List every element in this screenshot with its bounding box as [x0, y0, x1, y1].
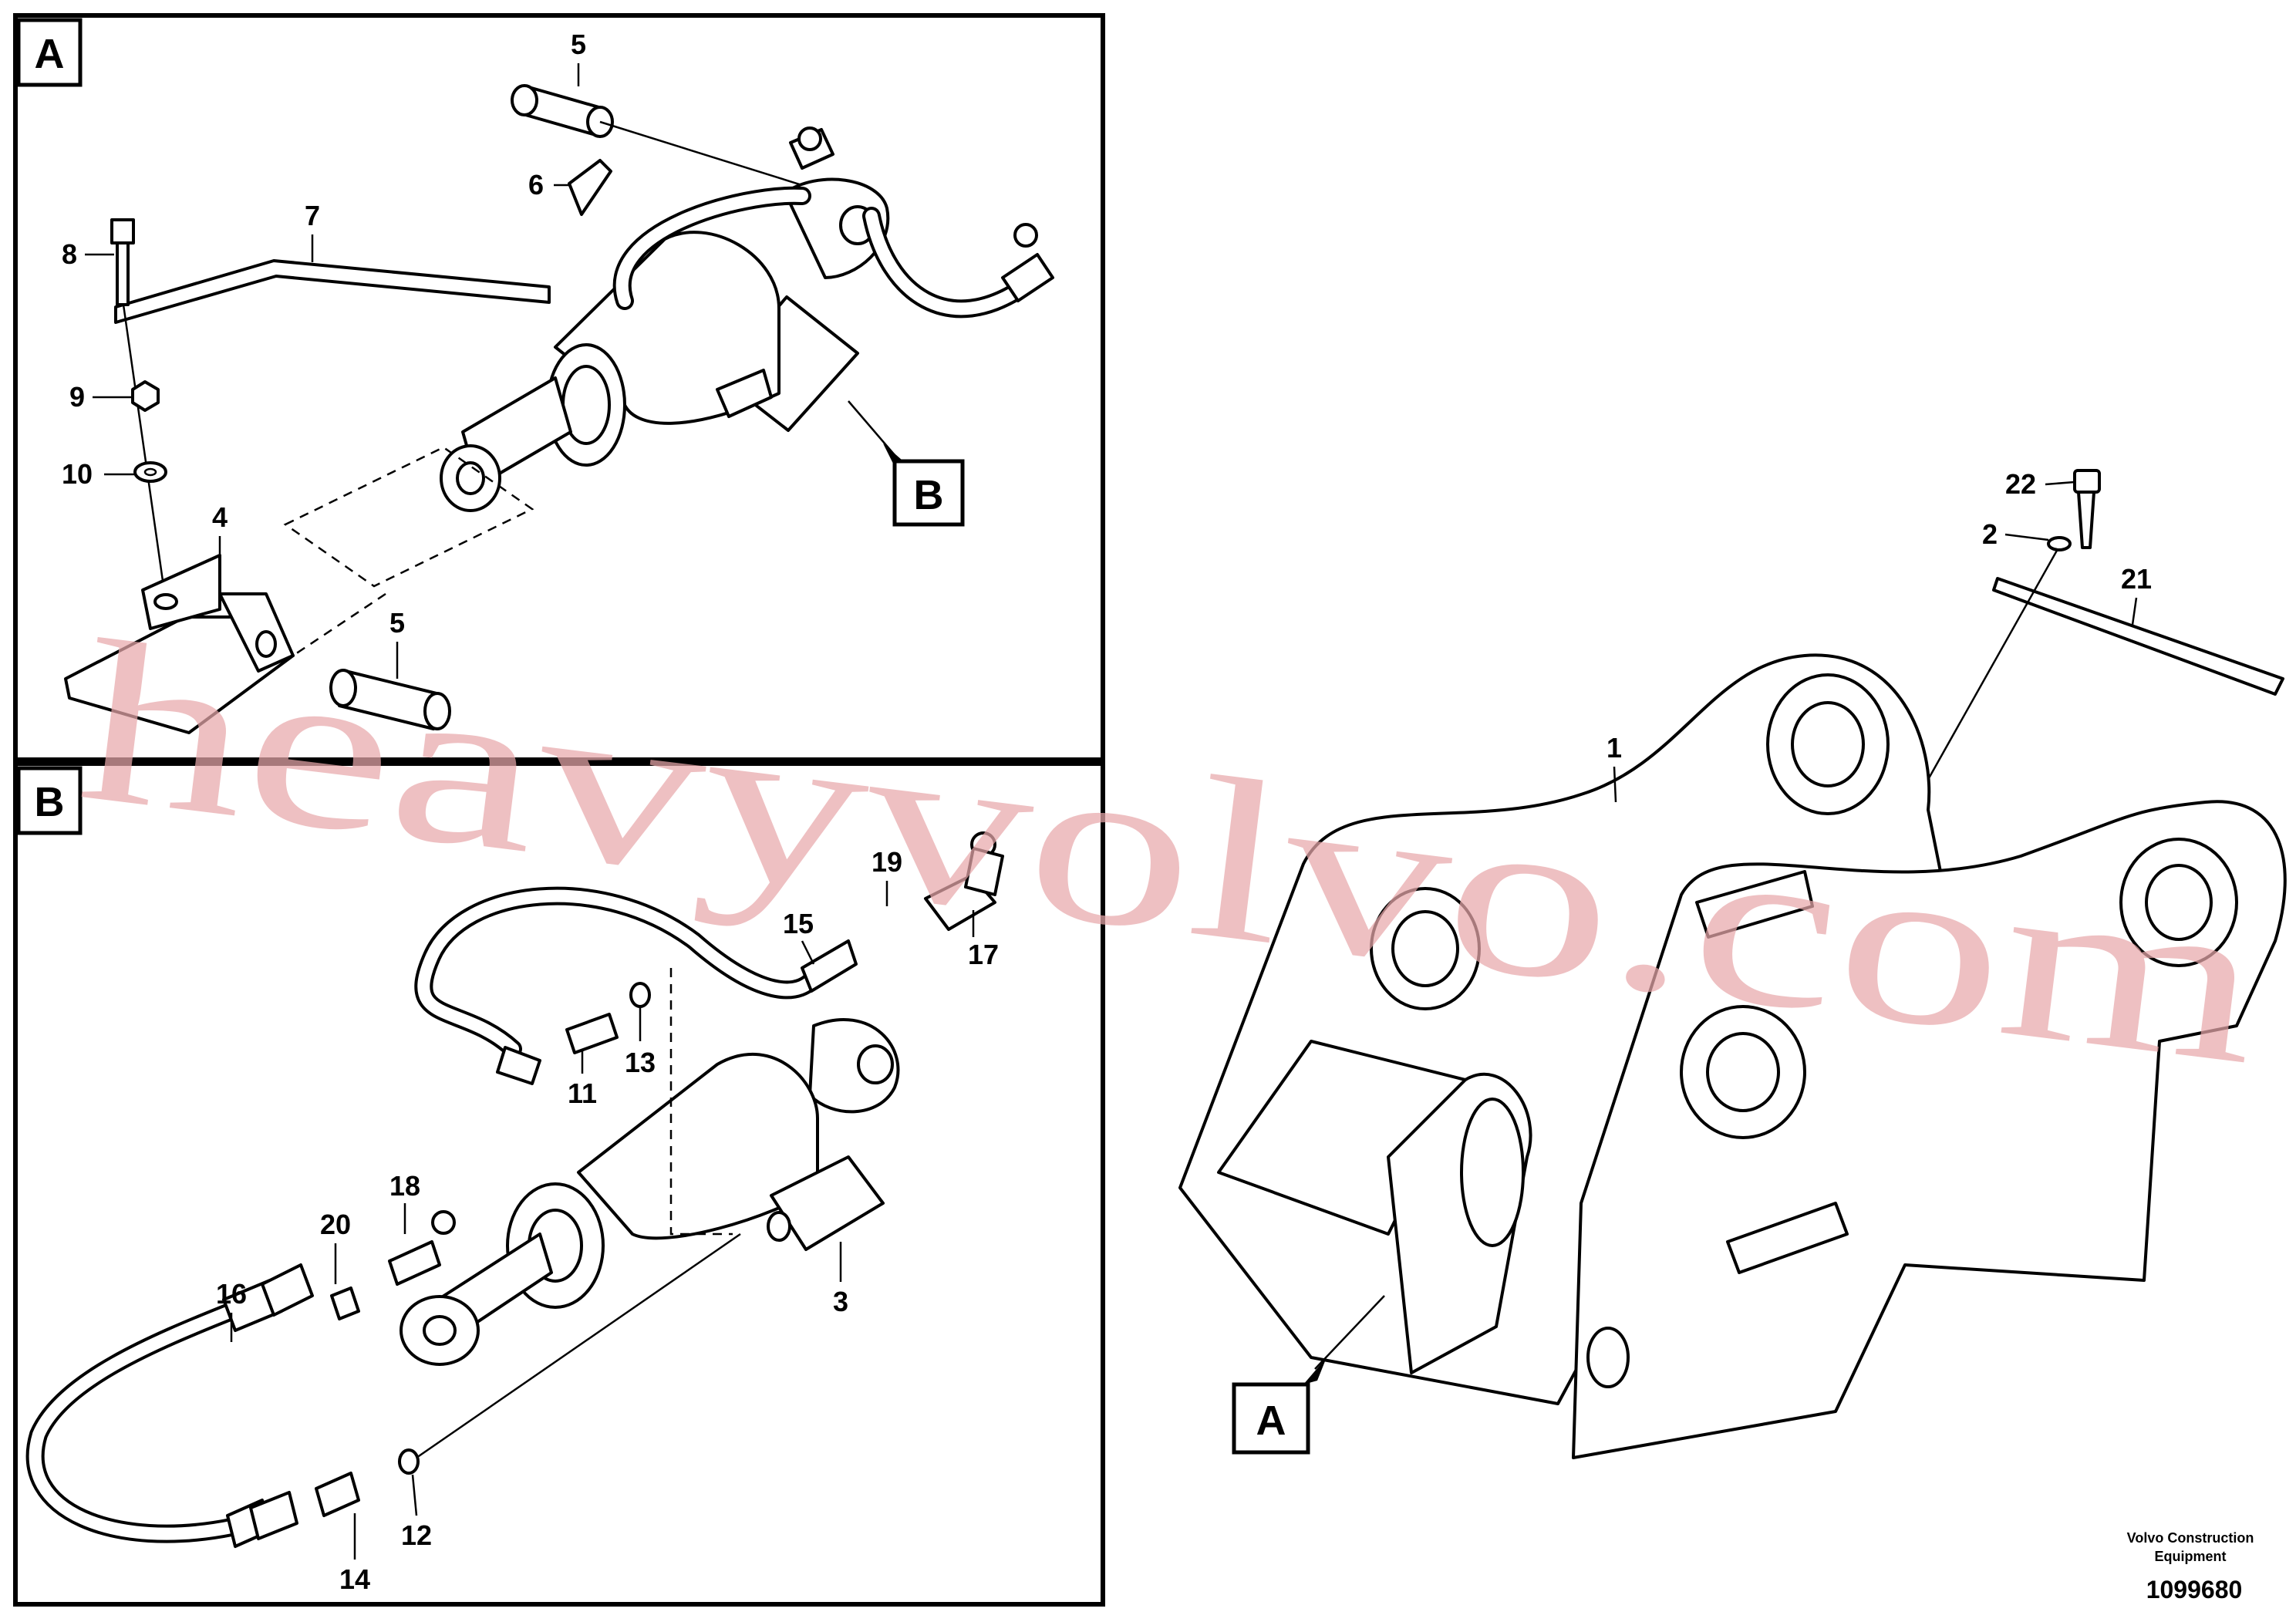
callout-9: 9 [69, 381, 85, 413]
section-label-a: A [16, 18, 83, 87]
callout-16: 16 [216, 1278, 247, 1310]
pointer-line-b [848, 400, 895, 456]
section-label-b: B [16, 766, 83, 835]
callout-10: 10 [62, 458, 93, 490]
callout-22: 22 [2005, 468, 2036, 500]
detail-reference-b: B [892, 459, 965, 527]
callout-3: 3 [833, 1286, 848, 1317]
reference-line-b [669, 968, 733, 1236]
callout-5-bottom: 5 [389, 607, 405, 639]
footer-company-line2: Equipment [2155, 1549, 2227, 1564]
hose-assembly-lower [25, 1210, 741, 1548]
cylinder-assembly-a [440, 126, 1054, 512]
callout-2: 2 [1982, 518, 1998, 550]
pointer-line-a [1314, 1295, 1385, 1370]
svg-text:A: A [35, 31, 65, 77]
washer-part-10 [133, 461, 167, 483]
callout-1: 1 [1607, 732, 1622, 764]
callout-14: 14 [339, 1563, 370, 1595]
callout-8: 8 [62, 238, 77, 270]
callout-7: 7 [305, 200, 320, 231]
cylinder-assembly-b [400, 1018, 900, 1366]
washer-part-2 [2047, 536, 2072, 551]
callout-17: 17 [968, 939, 999, 970]
detail-a-frame [13, 13, 1105, 762]
callout-15: 15 [783, 908, 814, 939]
footer-block: Volvo Construction Equipment 1099680 [2127, 1530, 2254, 1603]
watermark-text: heavyvolvo.com [69, 592, 2274, 1113]
bolt-part-8 [110, 218, 135, 306]
callout-5-top: 5 [571, 29, 586, 60]
plate-part-21 [1992, 577, 2284, 696]
callout-20: 20 [320, 1209, 351, 1240]
callout-13: 13 [625, 1047, 656, 1078]
detail-b-frame [13, 761, 1105, 1607]
callout-18: 18 [389, 1170, 420, 1202]
lock-pin-part-6 [568, 159, 612, 216]
hose-assembly-upper [414, 831, 1004, 1085]
svg-text:B: B [914, 472, 944, 518]
pin-part-5-bottom [329, 669, 451, 730]
callout-12: 12 [401, 1519, 432, 1551]
detail-reference-a: A [1232, 1382, 1310, 1455]
svg-text:A: A [1256, 1398, 1286, 1444]
nut-part-9 [131, 380, 160, 412]
reference-outline-a [283, 446, 534, 588]
bar-part-7 [114, 259, 551, 324]
screw-part-22 [2073, 469, 2101, 549]
callout-19: 19 [872, 846, 902, 878]
callout-21: 21 [2121, 563, 2152, 595]
pin-part-5-top [511, 84, 614, 138]
callout-11: 11 [568, 1077, 597, 1109]
drawing-number: 1099680 [2146, 1576, 2243, 1603]
footer-company-line1: Volvo Construction [2127, 1530, 2254, 1546]
callout-6: 6 [528, 169, 544, 201]
quick-coupler-frame-part-1 [1178, 653, 2287, 1459]
svg-text:B: B [35, 779, 65, 825]
lock-block-part-4 [64, 554, 295, 734]
callout-4: 4 [212, 501, 228, 533]
